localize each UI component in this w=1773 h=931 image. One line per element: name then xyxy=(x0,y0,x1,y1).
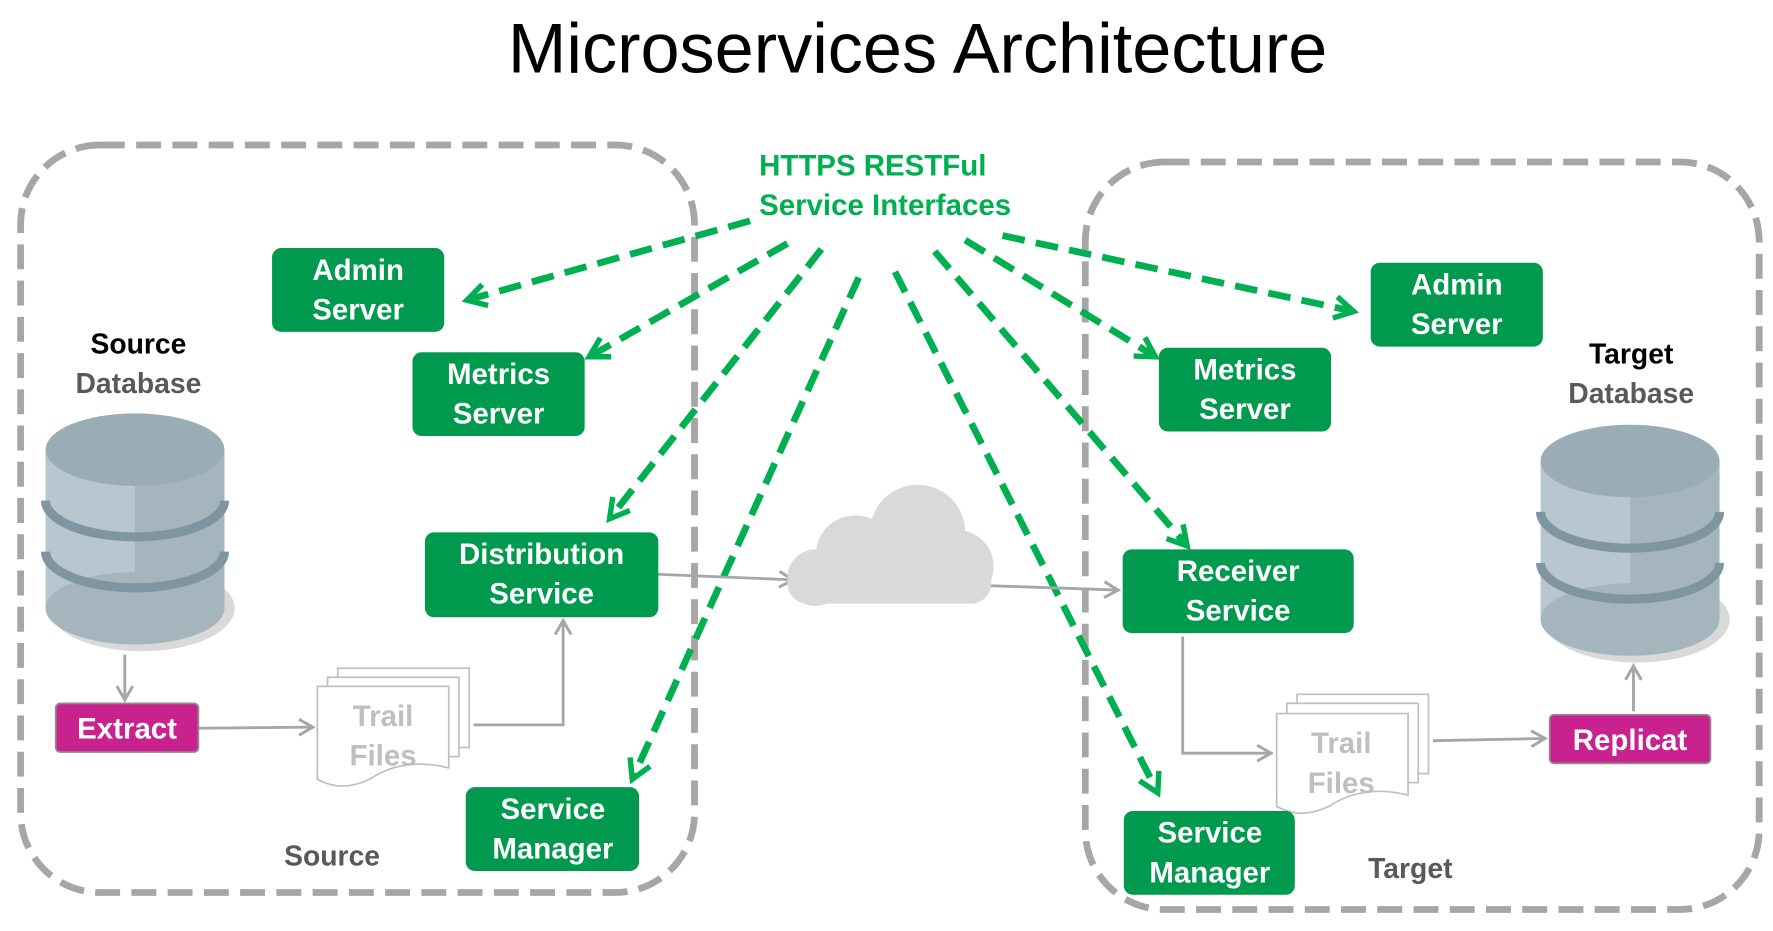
box-label: Service xyxy=(1186,595,1291,628)
box-label: Service xyxy=(1157,817,1262,850)
database-icon xyxy=(1536,424,1730,663)
arrow-to-source-manager xyxy=(627,276,862,785)
dashed-arrows xyxy=(461,217,1360,798)
database-icon xyxy=(41,413,235,652)
arrow-to-receiver xyxy=(932,249,1191,551)
box-label: Server xyxy=(312,293,404,326)
distribution-service[interactable]: Distribution Service xyxy=(424,532,659,618)
arrow-to-source-admin xyxy=(461,217,751,309)
cloud-to-receiver xyxy=(985,580,1122,599)
trail-files-label: Files xyxy=(1308,767,1375,800)
trail-to-replicat xyxy=(1432,729,1549,748)
target-metrics-server[interactable]: Metrics Server xyxy=(1158,347,1332,432)
source-region xyxy=(17,141,698,896)
cloud-icon xyxy=(787,484,994,606)
distribution-to-cloud xyxy=(657,570,797,589)
box-label: Server xyxy=(1199,393,1291,426)
box-label: Admin xyxy=(1411,268,1503,301)
replicat-process[interactable]: Replicat xyxy=(1548,713,1712,765)
box-label: Metrics xyxy=(1193,353,1296,386)
box-label: Server xyxy=(1411,308,1503,341)
trail-files-icon xyxy=(1275,693,1430,815)
source-service-manager[interactable]: Service Manager xyxy=(465,787,640,871)
trail-files-label: Trail xyxy=(353,700,414,733)
target-service-manager[interactable]: Service Manager xyxy=(1123,810,1295,895)
trail-files-label: Files xyxy=(350,740,417,773)
interfaces-label: HTTPS RESTFul xyxy=(759,150,986,183)
box-label: Admin xyxy=(312,254,404,287)
trail-to-distribution xyxy=(473,617,573,727)
extract-process[interactable]: Extract xyxy=(54,702,200,753)
trail-files-label: Trail xyxy=(1311,727,1372,760)
target-admin-server[interactable]: Admin Server xyxy=(1370,262,1543,347)
target-db-label: Database xyxy=(1568,377,1694,409)
arrow-to-source-metrics xyxy=(584,240,790,360)
box-label: Replicat xyxy=(1573,724,1688,757)
interfaces-label: Service Interfaces xyxy=(759,189,1011,222)
source-region-label: Source xyxy=(284,839,380,871)
box-label: Receiver xyxy=(1177,555,1300,588)
arrow-to-target-manager xyxy=(891,270,1162,798)
receiver-to-trail xyxy=(1181,636,1275,763)
source-metrics-server[interactable]: Metrics Server xyxy=(412,352,585,437)
box-label: Manager xyxy=(1149,856,1271,889)
target-region xyxy=(1081,158,1763,913)
target-db-label: Target xyxy=(1589,338,1674,370)
box-label: Metrics xyxy=(447,358,550,391)
box-label: Manager xyxy=(492,833,614,866)
target-region-label: Target xyxy=(1368,852,1453,884)
arrow-to-distribution xyxy=(606,247,825,524)
trail-files-icon xyxy=(316,667,470,787)
extract-to-trail xyxy=(198,718,316,737)
page-title: Microservices Architecture xyxy=(508,8,1327,87)
box-label: Service xyxy=(489,578,594,611)
box-label: Extract xyxy=(77,712,177,745)
arrow-to-target-metrics xyxy=(963,237,1161,360)
box-label: Distribution xyxy=(459,538,624,571)
source-db-label: Source xyxy=(90,327,186,359)
source-admin-server[interactable]: Admin Server xyxy=(272,248,445,332)
arrow-to-target-admin xyxy=(1001,232,1360,321)
receiver-service[interactable]: Receiver Service xyxy=(1122,549,1354,634)
connectors xyxy=(115,570,1643,763)
box-label: Server xyxy=(453,398,545,431)
source-db-label: Database xyxy=(75,367,201,399)
box-label: Service xyxy=(501,793,606,826)
